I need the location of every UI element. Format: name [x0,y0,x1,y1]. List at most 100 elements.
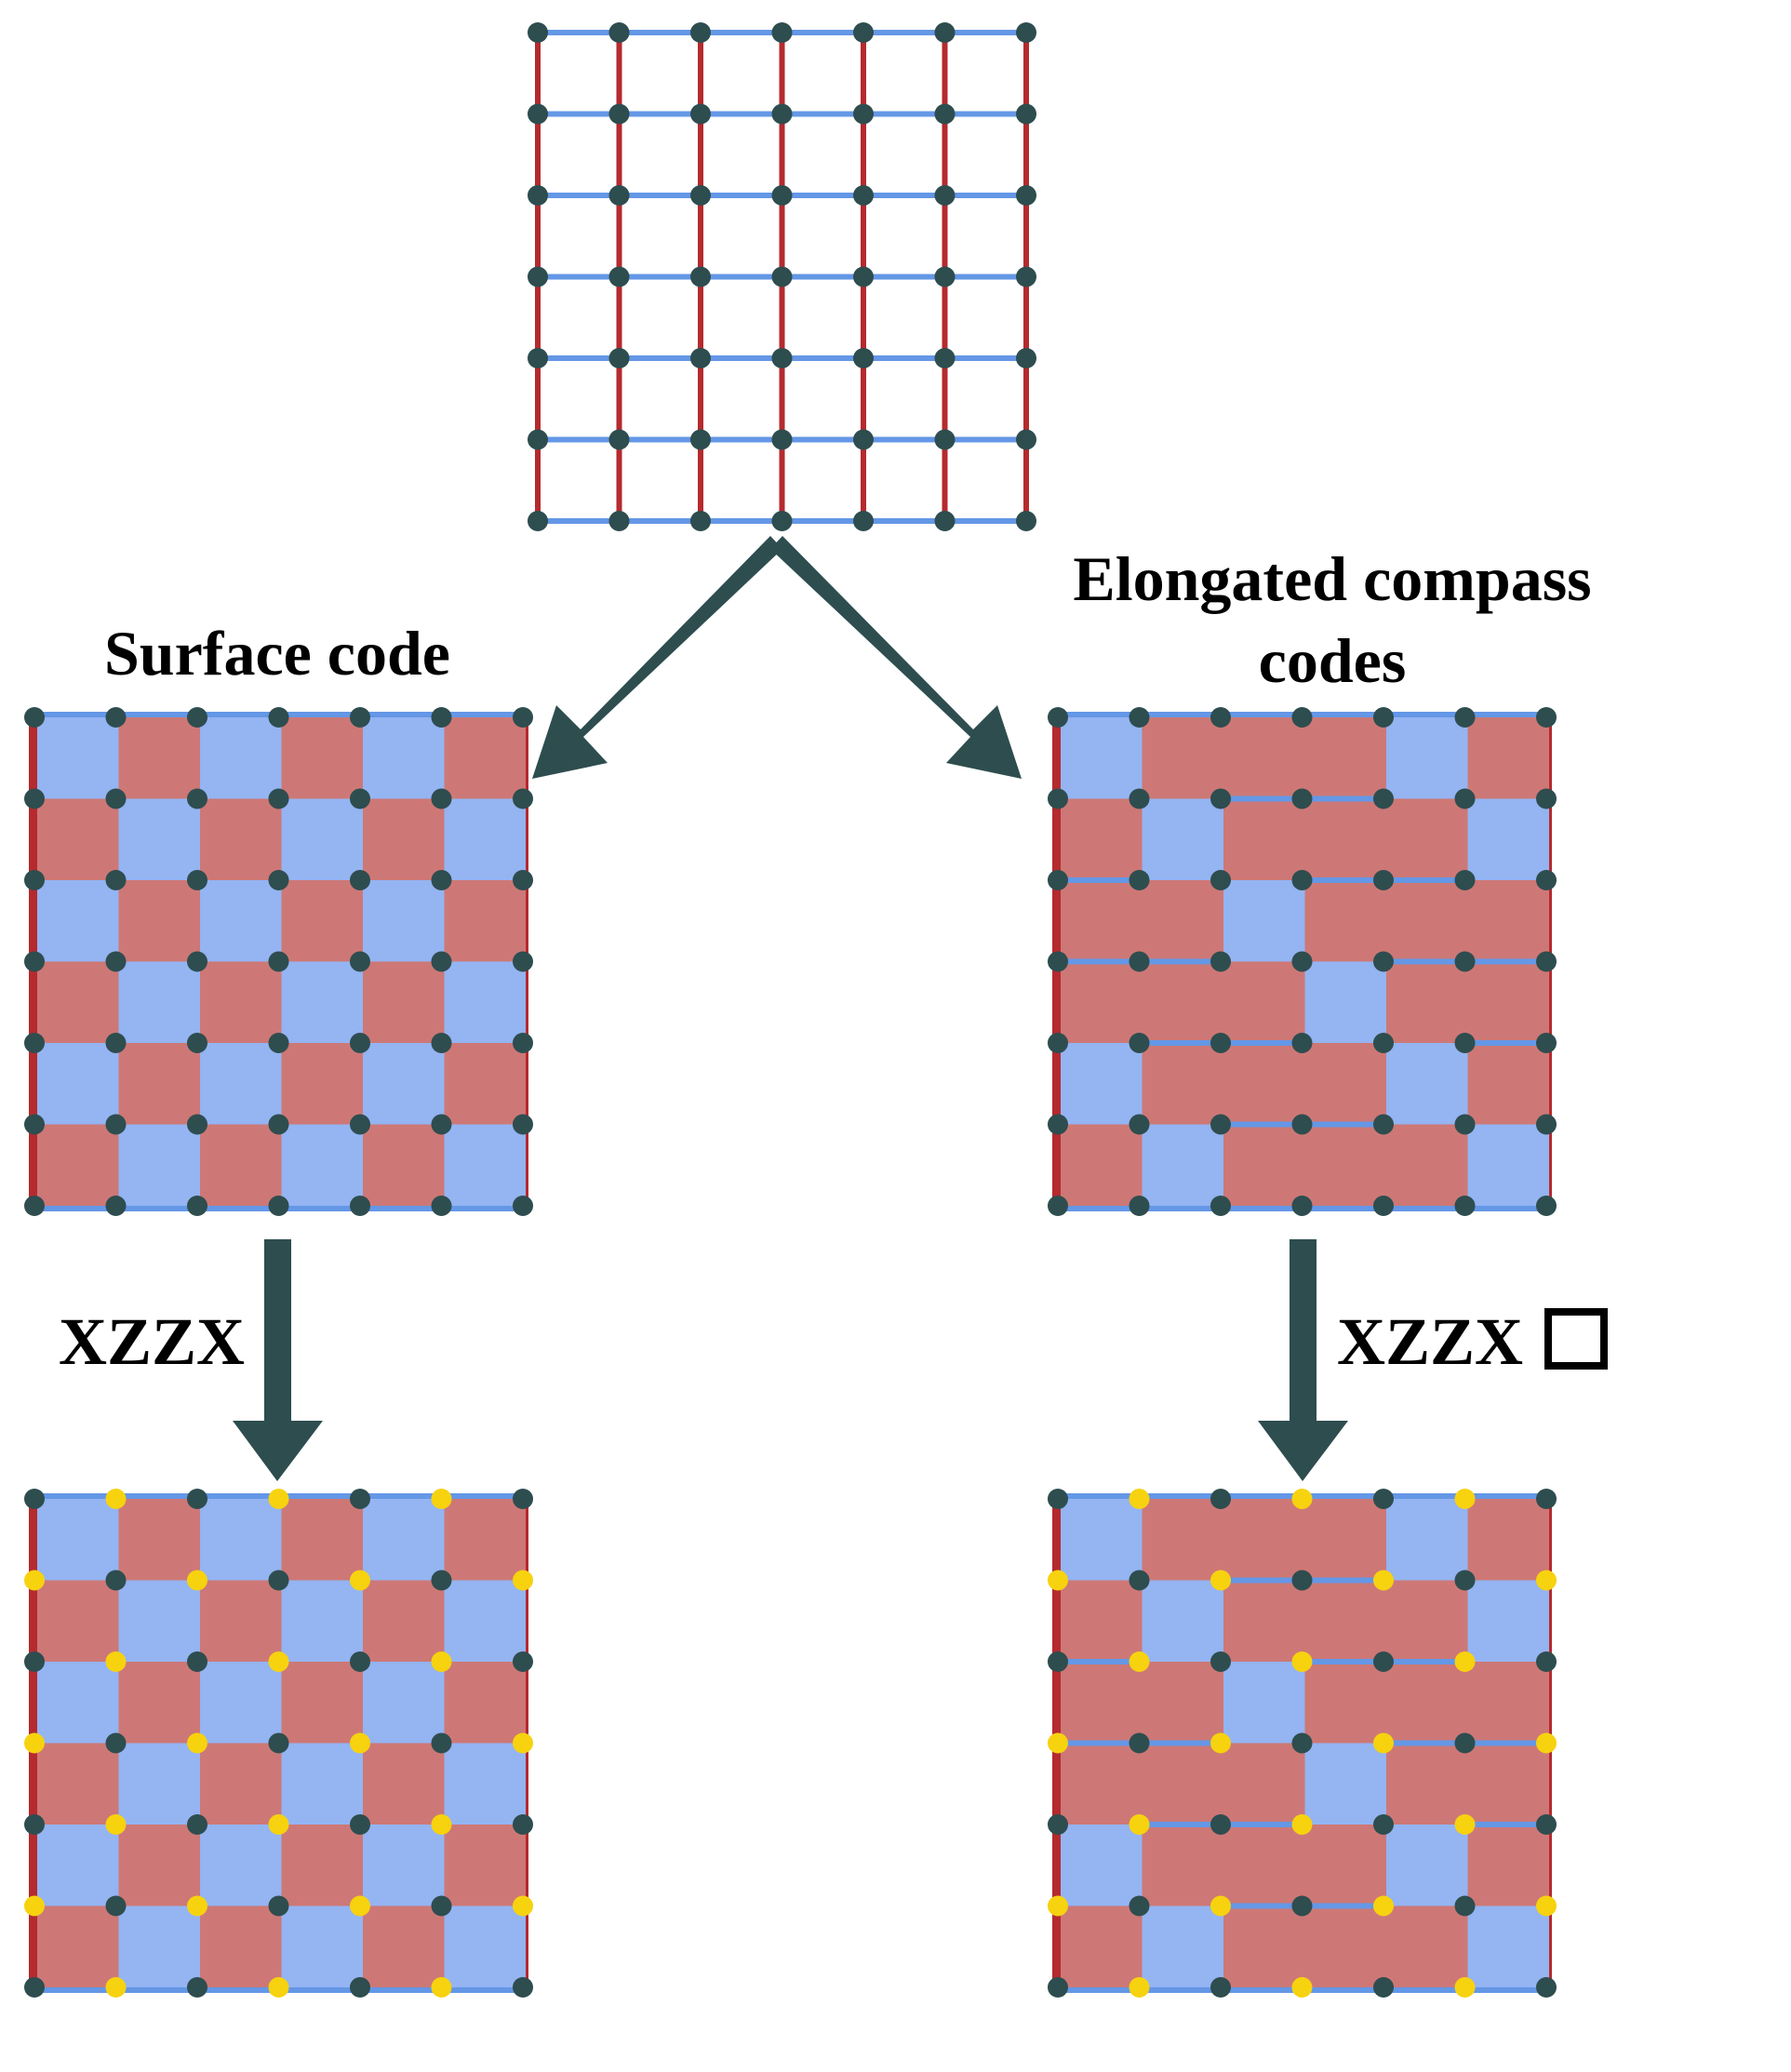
qubit [1291,1114,1313,1135]
plaquette-blue [1386,1499,1468,1581]
qubit [24,1196,45,1216]
qubit [350,1489,370,1509]
qubit-hadamard [431,1977,452,1998]
qubit [528,22,548,43]
qubit-hadamard [1291,1651,1313,1672]
qubit [268,1033,289,1053]
qubit [528,511,548,531]
plaquette-red [1223,961,1305,1043]
qubit [350,951,370,972]
plaquette-red [281,1825,363,1906]
qubit [1291,1196,1313,1216]
plaquette-red [1386,1743,1468,1825]
plaquette-blue [1061,1043,1143,1125]
plaquette-blue [118,798,200,880]
plaquette-red [1223,1825,1305,1906]
qubit-hadamard [1048,1895,1068,1917]
plaquette-red [1223,1499,1305,1581]
qubit [268,1114,289,1135]
plaquette-red [118,880,200,962]
plaquette-red [118,1662,200,1744]
qubit-hadamard [1048,1732,1068,1754]
qubit [268,870,289,890]
qubit [187,1033,207,1053]
qubit [771,22,793,43]
qubit [431,1114,452,1135]
qubit-hadamard [513,1570,533,1591]
plaquette-red [363,961,445,1043]
plaquette-red [1386,880,1468,962]
plaquette-red [1304,1905,1386,1987]
qubit [431,951,452,972]
qubit [105,1114,127,1135]
plaquette-red [1386,1905,1468,1987]
qubit [1129,870,1150,890]
plaquette-blue [444,1905,526,1987]
qubit [187,1196,207,1216]
plaquette-red [444,1499,526,1581]
qubit [1129,1196,1150,1216]
plaquette-red [1467,1825,1549,1906]
plaquette-blue [118,1905,200,1987]
plaquette-red [1304,798,1386,880]
label-surface-code: Surface code [104,618,450,688]
qubit [1129,1570,1150,1591]
arrow-to-xzzx-elongated-code [1258,1239,1348,1481]
qubit [1210,1196,1231,1216]
qubit [1016,511,1036,531]
plaquette-red [1467,717,1549,799]
qubit-hadamard [1129,1651,1150,1672]
qubit [771,103,793,125]
plaquette-red [1386,961,1468,1043]
plaquette-blue [1467,1124,1549,1206]
plaquette-blue [37,1662,119,1744]
qubit [1291,951,1313,972]
qubit [187,1814,207,1835]
qubit [608,266,630,287]
qubit [24,1814,45,1835]
qubit-hadamard [1536,1732,1557,1754]
qubit [187,1977,207,1998]
plaquette-red [281,1662,363,1744]
qubit [187,1114,207,1135]
qubit [608,103,630,125]
qubit [1536,788,1557,809]
qubit-hadamard [187,1570,207,1591]
plaquette-red [1386,798,1468,880]
qubit-hadamard [1454,1977,1476,1998]
plaquette-red [1061,961,1143,1043]
plaquette-blue [1061,1499,1143,1581]
plaquette-blue [37,880,119,962]
plaquette-red [1142,1499,1223,1581]
plaquette-red [1304,1662,1386,1744]
plaquette-red [363,1580,445,1662]
plaquette-blue [363,1662,445,1744]
qubit [608,429,630,450]
qubit [690,429,711,450]
qubit [105,1570,127,1591]
qubit [853,511,874,531]
qubit [187,788,207,809]
qubit [24,1033,45,1053]
plaquette-red [1223,717,1305,799]
plaquette-red [1304,1124,1386,1206]
qubit-hadamard [1291,1977,1313,1998]
qubit [1373,951,1394,972]
qubit [1373,1489,1394,1509]
plaquette-red [363,1124,445,1206]
plaquette-red [1142,1825,1223,1906]
qubit [1536,1651,1557,1672]
qubit [268,951,289,972]
plaquette-red [1223,1580,1305,1662]
qubit [105,1732,127,1754]
qubit [1454,1732,1476,1754]
qubit [24,951,45,972]
qubit-hadamard [431,1489,452,1509]
qubit [1048,707,1068,728]
qubit [771,266,793,287]
qubit [1291,788,1313,809]
plaquette-blue [200,1499,282,1581]
qubit [513,870,533,890]
qubit [1454,870,1476,890]
qubit [1048,1033,1068,1053]
